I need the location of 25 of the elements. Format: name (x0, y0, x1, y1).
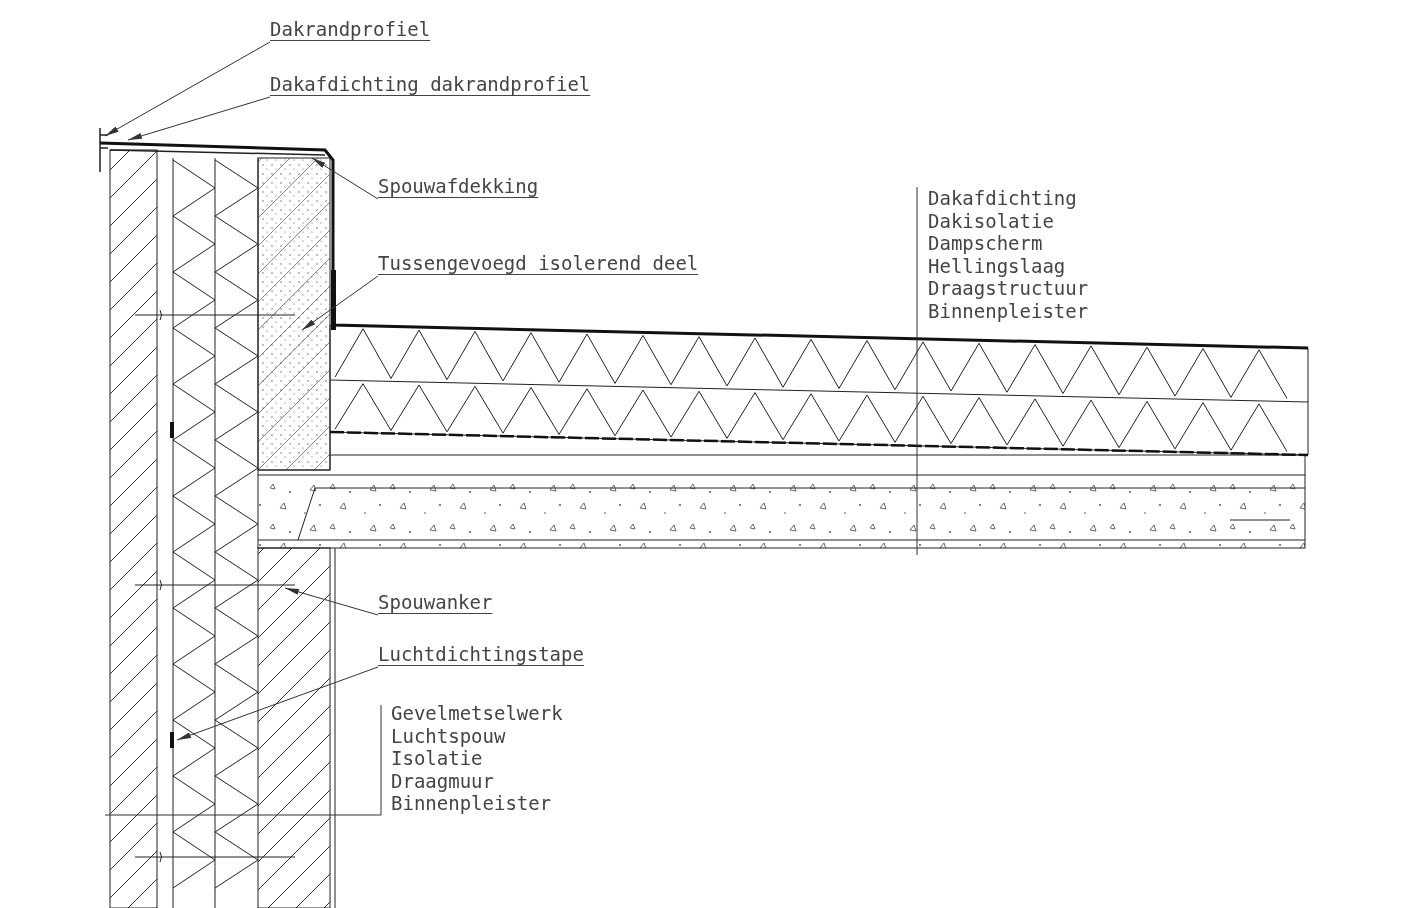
layer-label: Isolatie (391, 747, 484, 770)
leader-line (284, 587, 379, 616)
layer-label: Luchtspouw (391, 724, 507, 747)
layer-label: Binnenpleister (391, 792, 553, 815)
callout-label: Spouwanker (378, 591, 493, 614)
callout-label: Dakrandprofiel (270, 18, 431, 41)
layer-label: Binnenpleister (928, 299, 1089, 322)
layer-label: Dakafdichting (928, 187, 1078, 210)
layer-label: Draagstructuur (928, 277, 1089, 300)
leader-line (104, 41, 271, 137)
callout-label: Luchtdichtingstape (378, 643, 584, 666)
layer-label: Gevelmetselwerk (391, 702, 563, 725)
leader-line (127, 96, 271, 141)
callout-label: Tussengevoegd isolerend deel (378, 252, 699, 275)
layer-label: Hellingslaag (928, 254, 1067, 277)
leader-line (311, 157, 379, 200)
leader-line (104, 704, 382, 816)
layer-label: Draagmuur (391, 769, 495, 792)
leader-line (176, 666, 379, 741)
leader-line (301, 275, 379, 331)
callout-label: Spouwafdekking (378, 175, 539, 198)
layer-label: Dampscherm (928, 232, 1044, 255)
callout-label: Dakafdichting dakrandprofiel (270, 73, 591, 96)
leader-line (916, 186, 918, 556)
layer-label: Dakisolatie (928, 209, 1055, 232)
